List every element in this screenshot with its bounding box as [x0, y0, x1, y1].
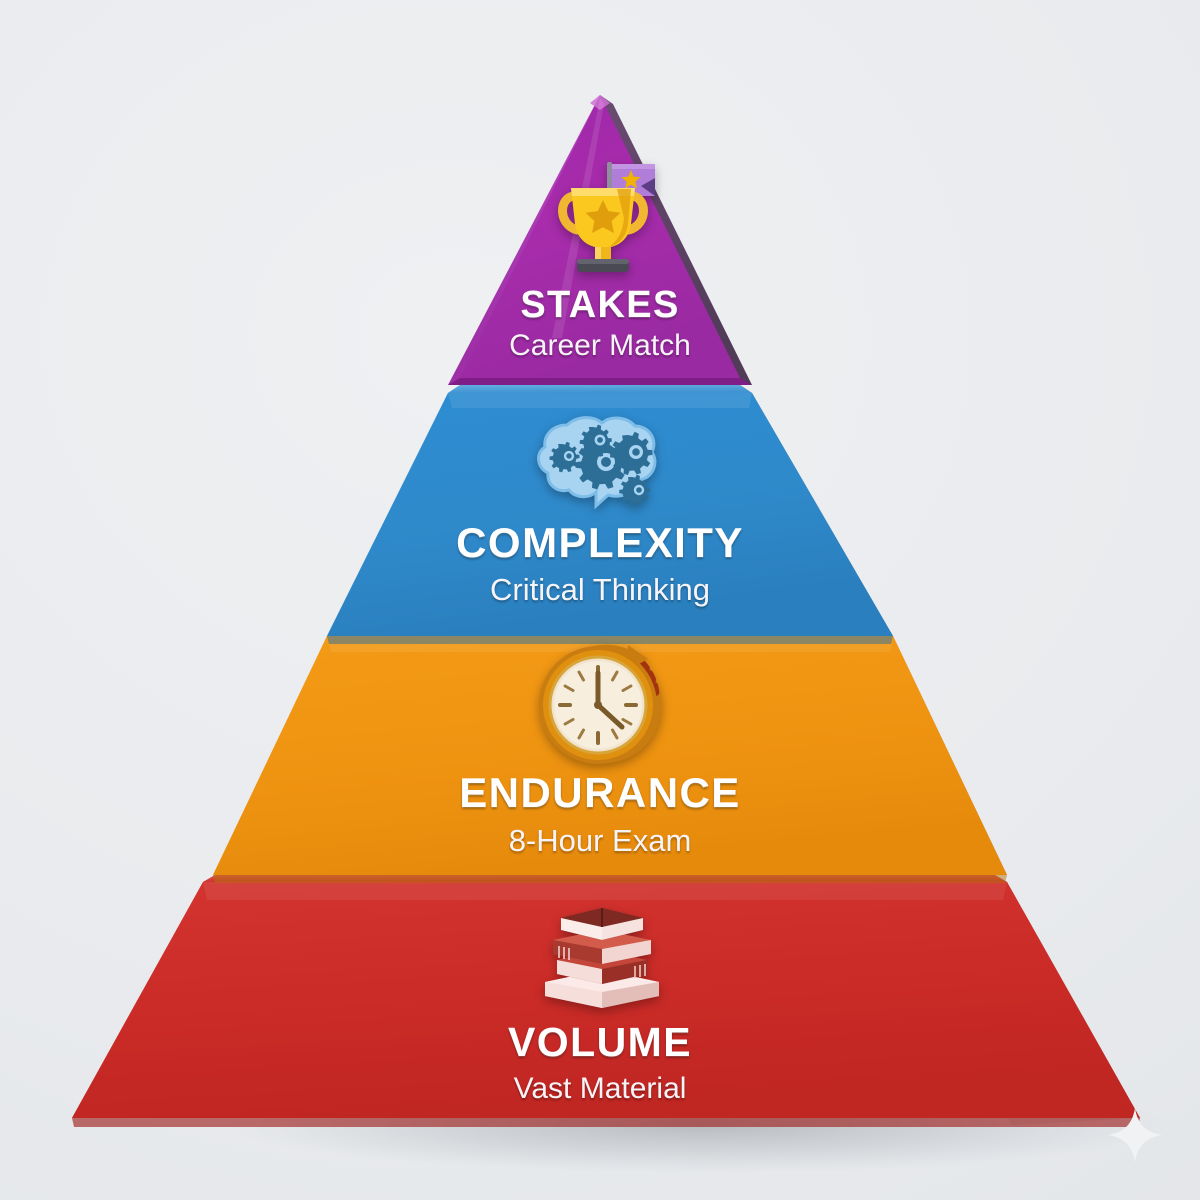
tier-complexity-top-cap	[448, 385, 752, 393]
tier-volume-front-face	[72, 882, 1140, 1118]
tier-stakes-front-face	[460, 95, 740, 378]
tier-endurance[interactable]	[213, 628, 1007, 883]
tier-complexity-front-face	[327, 393, 893, 636]
tier-volume[interactable]	[72, 875, 1140, 1127]
tier-endurance-front-face	[213, 636, 1007, 875]
sparkle-icon	[1108, 1108, 1162, 1162]
tier-complexity[interactable]	[327, 385, 893, 644]
tier-stakes-bottom-skirt	[448, 378, 752, 385]
tier-stakes[interactable]	[448, 95, 752, 385]
